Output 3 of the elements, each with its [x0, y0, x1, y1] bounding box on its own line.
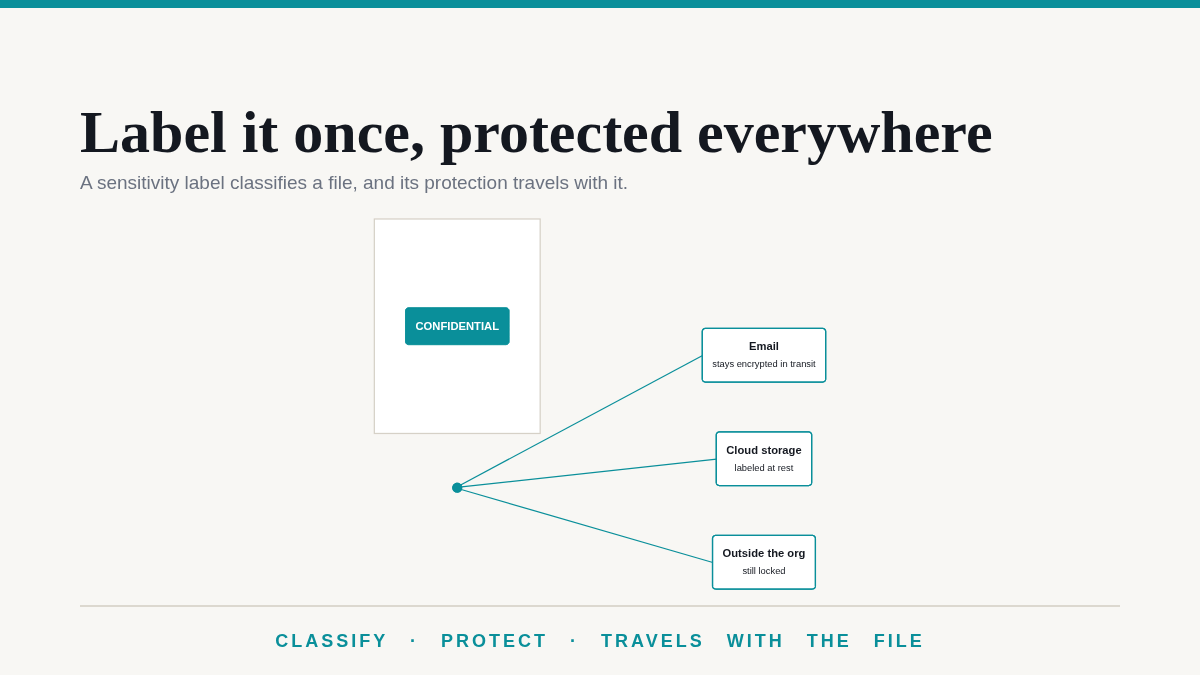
subtitle: A sensitivity label classifies a file, and its protection travels with it.: [80, 172, 629, 194]
tagline: CLASSIFY · PROTECT · TRAVELS WITH THE FILE: [274, 631, 926, 652]
title: Label it once, protected everywhere: [80, 98, 993, 166]
